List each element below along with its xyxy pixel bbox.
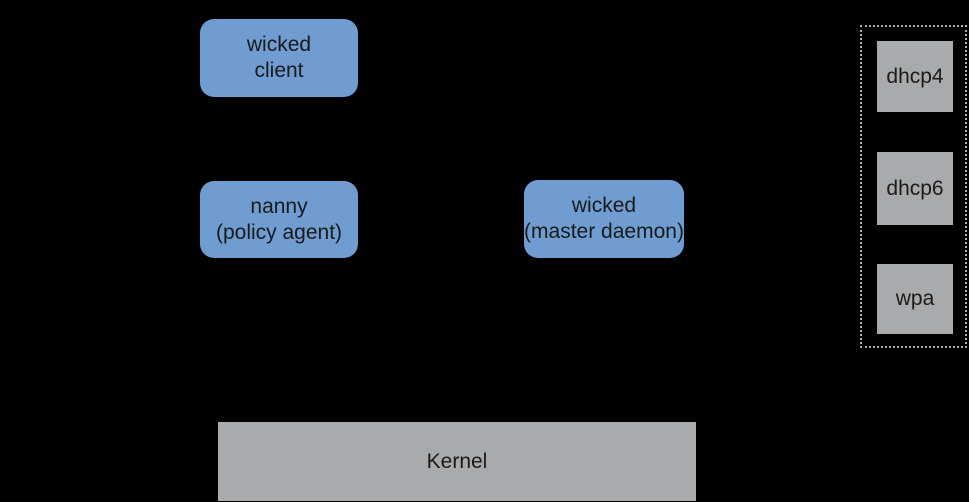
wicked-master-daemon-label-line1: wicked (571, 194, 637, 217)
wicked-client-label-line2: client (254, 59, 304, 82)
dhcp6-label: dhcp6 (886, 176, 944, 200)
wpa-label: wpa (895, 287, 935, 310)
nanny-label-line2: (policy agent) (215, 220, 343, 244)
dhcp4-label: dhcp4 (886, 64, 944, 88)
wicked-client-label-line1: wicked (246, 33, 312, 56)
wicked-master-daemon-label-line2: (master daemon) (524, 220, 684, 243)
kernel-label: Kernel (426, 449, 488, 473)
dhcp4-node: dhcp4 (877, 41, 953, 112)
supplicants-group-border: dhcp4 dhcp6 wpa (860, 25, 967, 348)
wpa-node: wpa (877, 264, 953, 334)
nanny-node: nanny (policy agent) (200, 181, 358, 258)
nanny-label-line1: nanny (250, 194, 308, 218)
wicked-master-daemon-node: wicked (master daemon) (524, 180, 684, 258)
wicked-client-node: wicked client (200, 19, 358, 97)
dhcp6-node: dhcp6 (877, 152, 953, 225)
kernel-node: Kernel (218, 422, 696, 501)
